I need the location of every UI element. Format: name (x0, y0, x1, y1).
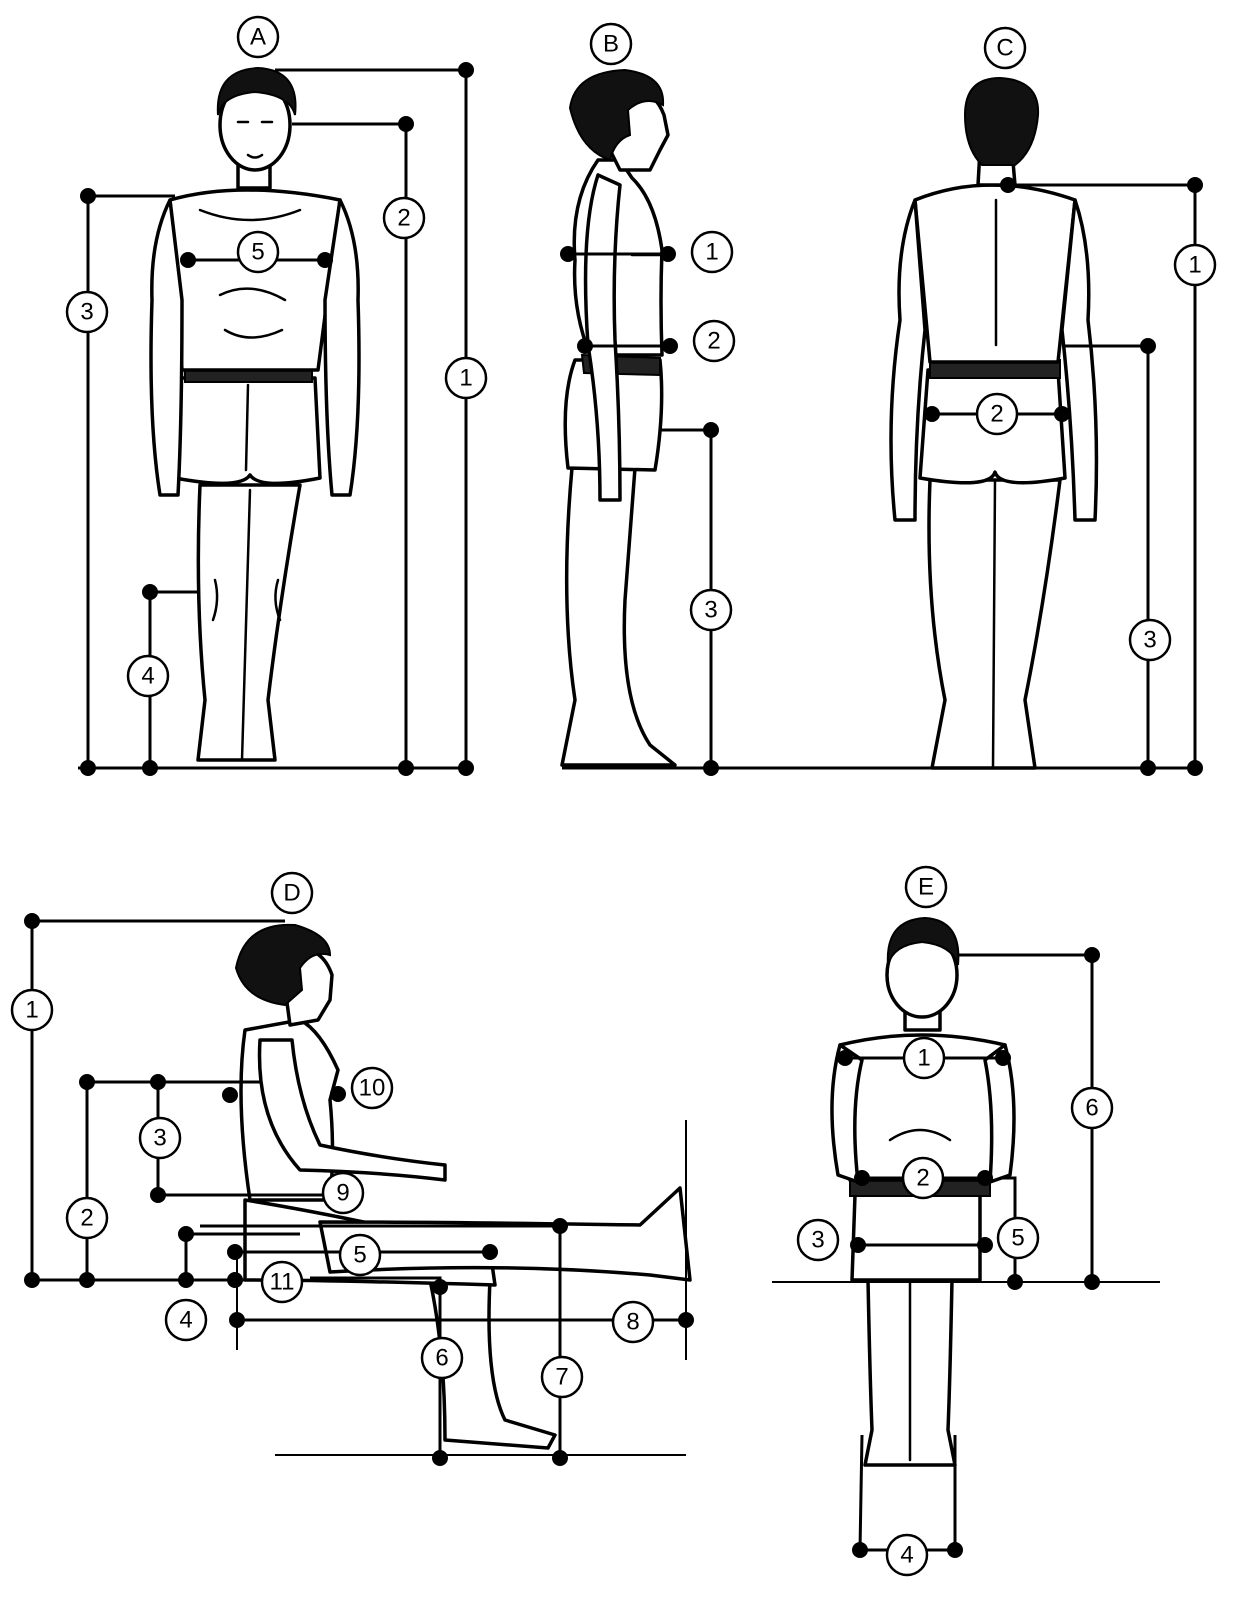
figure-d-measure-10: 10 (352, 1068, 392, 1108)
figure-d-body (236, 925, 690, 1448)
measurement-number: 2 (707, 328, 720, 355)
figure-d-label: D (272, 873, 312, 913)
measurement-number: 11 (270, 1269, 295, 1296)
measurement-number: 1 (917, 1045, 930, 1072)
measurement-number: 2 (80, 1205, 93, 1232)
measurement-number: 4 (900, 1542, 913, 1569)
figure-a: A 1 2 3 4 5 (67, 17, 486, 776)
measurement-number: 10 (359, 1075, 386, 1102)
measurement-number: 3 (811, 1227, 824, 1254)
measurement-number: 5 (1011, 1225, 1024, 1252)
measurement-number: 1 (459, 365, 472, 392)
measurement-number: 6 (435, 1345, 448, 1372)
figure-b-title: B (603, 31, 619, 58)
figure-e-title: E (918, 874, 934, 901)
measurement-number: 3 (153, 1125, 166, 1152)
figure-d-title: D (283, 880, 300, 907)
measurement-number: 1 (25, 997, 38, 1024)
figure-c-measure-1: 1 (1175, 245, 1215, 285)
figure-e-measure-5: 5 (998, 1218, 1038, 1258)
figure-d: D 1 2 3 4 5 6 7 (12, 873, 694, 1466)
figure-b-measure-3: 3 (691, 590, 731, 630)
measurement-number: 6 (1085, 1095, 1098, 1122)
measurement-number: 9 (336, 1180, 349, 1207)
measurement-number: 4 (141, 663, 154, 690)
measurement-number: 5 (251, 239, 264, 266)
figure-a-measure-5: 5 (238, 232, 278, 272)
figure-b-body (562, 70, 675, 765)
figure-e-measure-4: 4 (887, 1535, 927, 1575)
figure-d-measure-9: 9 (323, 1173, 363, 1213)
figure-d-measure-6: 6 (422, 1338, 462, 1378)
measurement-number: 7 (555, 1364, 568, 1391)
measurement-number: 2 (916, 1165, 929, 1192)
figure-e: E 1 2 3 4 5 6 (772, 867, 1160, 1575)
figure-a-body (151, 68, 359, 760)
figure-d-measure-7: 7 (542, 1357, 582, 1397)
figure-d-measure-8: 8 (613, 1302, 653, 1342)
figure-a-measure-2: 2 (384, 198, 424, 238)
figure-d-measure-1: 1 (12, 990, 52, 1030)
figure-a-title: A (250, 24, 266, 51)
figure-c-label: C (985, 28, 1025, 68)
figure-b: B 1 2 3 (560, 24, 1200, 776)
measurement-number: 1 (1188, 252, 1201, 279)
measurement-number: 2 (990, 401, 1003, 428)
measurement-number: 5 (353, 1242, 366, 1269)
figure-d-measure-2: 2 (67, 1198, 107, 1238)
figure-b-measure-1: 1 (692, 232, 732, 272)
measurement-number: 3 (704, 597, 717, 624)
figure-d-measure-11: 11 (262, 1262, 302, 1302)
measurement-number: 4 (179, 1307, 192, 1334)
figure-d-measure-5: 5 (340, 1235, 380, 1275)
figure-a-measure-4: 4 (128, 656, 168, 696)
measurement-number: 3 (1143, 627, 1156, 654)
figure-a-measure-3: 3 (67, 292, 107, 332)
figure-e-label: E (906, 867, 946, 907)
figure-e-measure-6: 6 (1072, 1088, 1112, 1128)
figure-e-measure-3: 3 (798, 1220, 838, 1260)
figure-b-measure-2: 2 (694, 321, 734, 361)
figure-c-title: C (996, 35, 1013, 62)
measurement-number: 8 (626, 1309, 639, 1336)
measurement-number: 3 (80, 299, 93, 326)
figure-c: C 1 2 3 (891, 28, 1215, 776)
measurement-number: 1 (705, 239, 718, 266)
figure-e-measure-2: 2 (903, 1158, 943, 1198)
figure-d-measure-4: 4 (166, 1300, 206, 1340)
figure-e-measure-1: 1 (904, 1038, 944, 1078)
figure-a-measure-1: 1 (446, 358, 486, 398)
figure-c-measure-3: 3 (1130, 620, 1170, 660)
figure-c-measure-2: 2 (977, 394, 1017, 434)
figure-d-measure-3: 3 (140, 1118, 180, 1158)
figure-a-label: A (238, 17, 278, 57)
measurement-number: 2 (397, 205, 410, 232)
figure-b-label: B (591, 24, 631, 64)
